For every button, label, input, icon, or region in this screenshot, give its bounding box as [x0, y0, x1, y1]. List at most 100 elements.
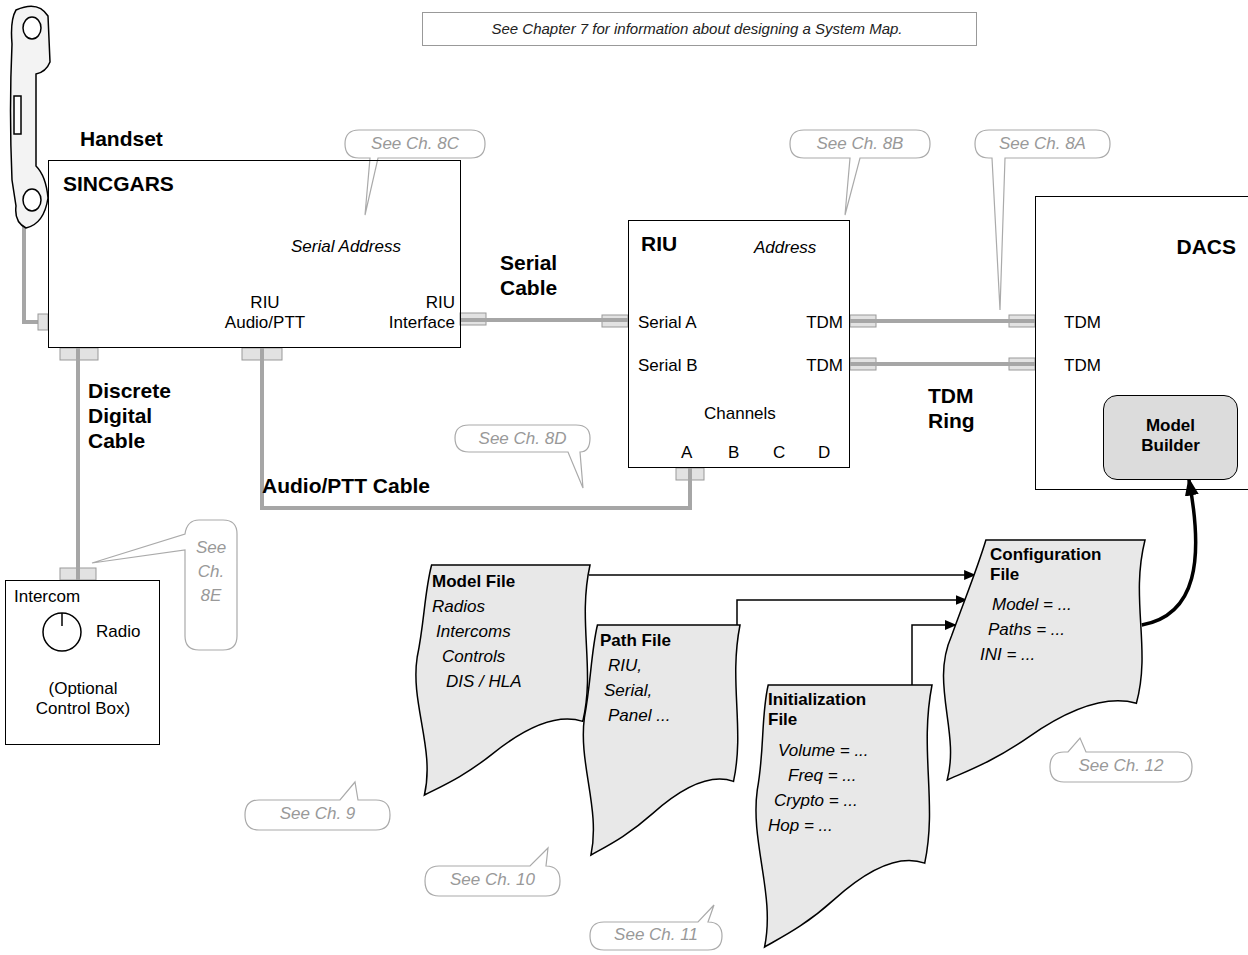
node-title: SINCGARS — [63, 171, 174, 196]
arrow — [1142, 480, 1196, 626]
callout-label: See Ch. 8D — [455, 429, 590, 449]
callout-bubble — [1050, 738, 1192, 782]
cable — [262, 348, 690, 508]
callout-bubble — [425, 848, 560, 896]
plug — [38, 314, 48, 330]
radio-box: SINCGARS Serial AddressRIU Audio/PTT RIU I… — [48, 160, 461, 348]
document-shape — [930, 540, 1145, 780]
model-file: Model FileRadiosIntercomsControlsDIS / H… — [410, 565, 590, 795]
callout-bubble — [92, 520, 237, 650]
node-text: A — [681, 443, 692, 463]
node-text: TDM — [779, 313, 843, 333]
node-text: Radios — [432, 597, 485, 617]
node-text: TDM — [1064, 313, 1101, 333]
node-text: Serial A — [638, 313, 697, 333]
node-title: Intercom — [14, 587, 80, 607]
callout-bubble — [455, 425, 590, 488]
callout-label: See Ch. 8C — [345, 134, 485, 154]
handset-body — [11, 6, 51, 228]
model-builder-box: Model Builder — [1103, 395, 1238, 480]
config-file: Configuration FileModel = ... Paths = ...… — [930, 540, 1145, 780]
node-title: DACS — [1146, 234, 1236, 259]
node-text: Channels — [704, 404, 776, 424]
callout-label: See Ch. 8A — [975, 134, 1110, 154]
control-knob — [43, 613, 81, 651]
cable — [76, 348, 80, 580]
node-title: Model Builder — [1131, 416, 1211, 457]
handset — [11, 6, 51, 322]
node-text: Freq = ... — [788, 766, 857, 786]
document-outline — [756, 685, 932, 947]
node-title: Configuration File — [990, 545, 1115, 586]
knob — [43, 613, 81, 651]
cable-label: Audio/PTT Cable — [262, 473, 430, 498]
knob-pointer — [61, 613, 63, 626]
node-text: Volume = ... — [778, 741, 869, 761]
node-text: RIU Audio/PTT — [220, 293, 310, 334]
callout-bubble — [345, 130, 485, 215]
cable-label: Discrete Digital Cable — [88, 378, 183, 454]
callout-bubble — [790, 130, 930, 215]
node-text: Model = ... — [992, 595, 1072, 615]
node-title: Path File — [600, 631, 671, 651]
node-text: Controls — [442, 647, 505, 667]
node-text: Panel ... — [608, 706, 670, 726]
document-outline — [583, 625, 740, 855]
callout-bubble — [975, 130, 1110, 310]
node-text: Serial, — [604, 681, 652, 701]
cable-label: TDM Ring — [928, 383, 993, 433]
node-text: Paths = ... — [988, 620, 1065, 640]
node-text: DIS / HLA — [446, 672, 522, 692]
node-title: See Chapter 7 for information about desi… — [423, 20, 971, 38]
node-text: Crypto = ... — [774, 791, 858, 811]
handset-label: Handset — [80, 126, 163, 151]
node-text: RIU Interface — [375, 293, 455, 334]
cable — [850, 362, 1035, 366]
handset-earpiece — [23, 17, 41, 39]
node-text: Address — [754, 238, 816, 258]
document-outline — [416, 565, 590, 795]
arrow — [589, 574, 975, 576]
node-text: Serial B — [638, 356, 698, 376]
node-title: Initialization File — [768, 690, 888, 731]
handset-button — [14, 96, 21, 134]
cable-label: Serial Cable — [500, 250, 580, 300]
callout-bubbles — [92, 130, 1192, 950]
cable — [850, 319, 1035, 323]
callout-label: See Ch. 8E — [190, 536, 232, 607]
arrow — [737, 600, 967, 625]
callout-label: See Ch. 8B — [790, 134, 930, 154]
callout-bubble — [245, 782, 390, 830]
node-text: Serial Address — [291, 237, 401, 257]
callout-label: See Ch. 12 — [1050, 756, 1192, 776]
callout-label: See Ch. 9 — [245, 804, 390, 824]
callout-bubble — [590, 905, 722, 950]
document-shape — [578, 625, 740, 855]
handset-mouthpiece — [23, 189, 41, 211]
node-text: TDM — [1064, 356, 1101, 376]
node-title: Model File — [432, 572, 515, 592]
node-text: C — [773, 443, 785, 463]
node-text: INI = ... — [980, 645, 1035, 665]
node-text: Intercoms — [436, 622, 511, 642]
node-text: TDM — [779, 356, 843, 376]
control-box: IntercomRadio (Optional Control Box) — [5, 580, 160, 745]
note-box: See Chapter 7 for information about desi… — [422, 12, 977, 46]
path-file: Path FileRIU, Serial, Panel ... — [578, 625, 740, 855]
callout-label: See Ch. 10 — [425, 870, 560, 890]
node-text: B — [728, 443, 739, 463]
dacs-box: DACS TDM TDM Model Builder — [1035, 196, 1248, 490]
node-text: (Optional Control Box) — [28, 679, 138, 720]
node-text: RIU, — [608, 656, 642, 676]
callout-label: See Ch. 11 — [590, 925, 722, 945]
node-text: Hop = ... — [768, 816, 833, 836]
riu-box: RIU AddressSerial A Serial B TDM TDM Channels… — [628, 220, 850, 468]
cable — [461, 318, 628, 322]
handset-cord — [24, 226, 42, 322]
node-text: Radio — [96, 622, 140, 642]
document-outline — [943, 540, 1145, 780]
node-text: D — [818, 443, 830, 463]
node-title: RIU — [641, 231, 677, 256]
init-file: Initialization FileVolume = ... Freq = ..… — [750, 685, 932, 947]
